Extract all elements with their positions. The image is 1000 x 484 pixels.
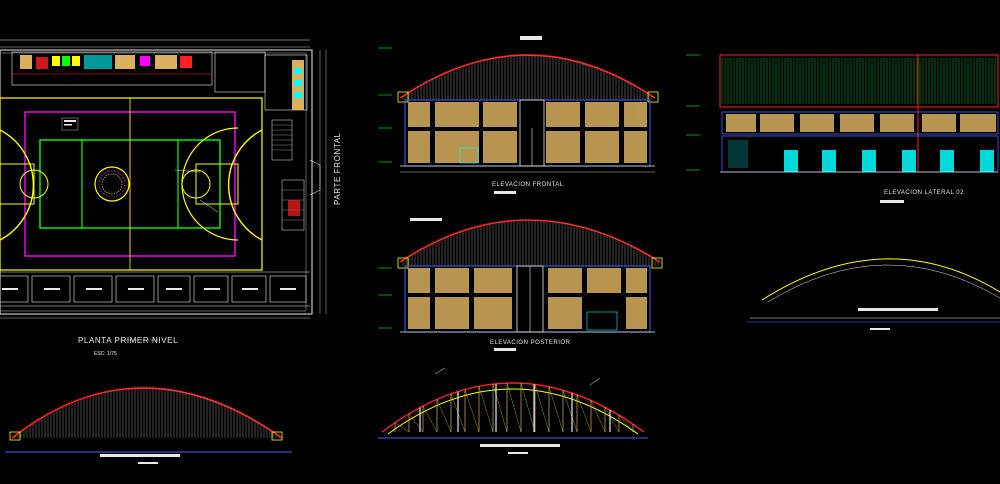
plan-title: PLANTA PRIMER NIVEL [78, 336, 178, 345]
arch-section-left [5, 387, 292, 464]
lateral-elevation [686, 54, 999, 203]
services-band [11, 51, 308, 111]
floor-plan [0, 39, 327, 341]
bottom-rooms [0, 50, 327, 319]
lateral-elevation-title: ELEVACION LATERAL 02 [884, 190, 964, 196]
arch-section-right [746, 258, 1000, 330]
truss-section [378, 367, 648, 454]
front-elevation-title: ELEVACION FRONTAL [492, 182, 564, 188]
basketball-court [0, 97, 263, 271]
front-elevation [378, 36, 659, 194]
side-label: PARTE FRONTAL [333, 132, 342, 205]
rear-elevation [378, 218, 663, 351]
stairs [271, 119, 305, 231]
plan-scale: ESC: 1/75 [94, 351, 117, 357]
rear-elevation-title: ELEVACION POSTERIOR [490, 340, 571, 346]
